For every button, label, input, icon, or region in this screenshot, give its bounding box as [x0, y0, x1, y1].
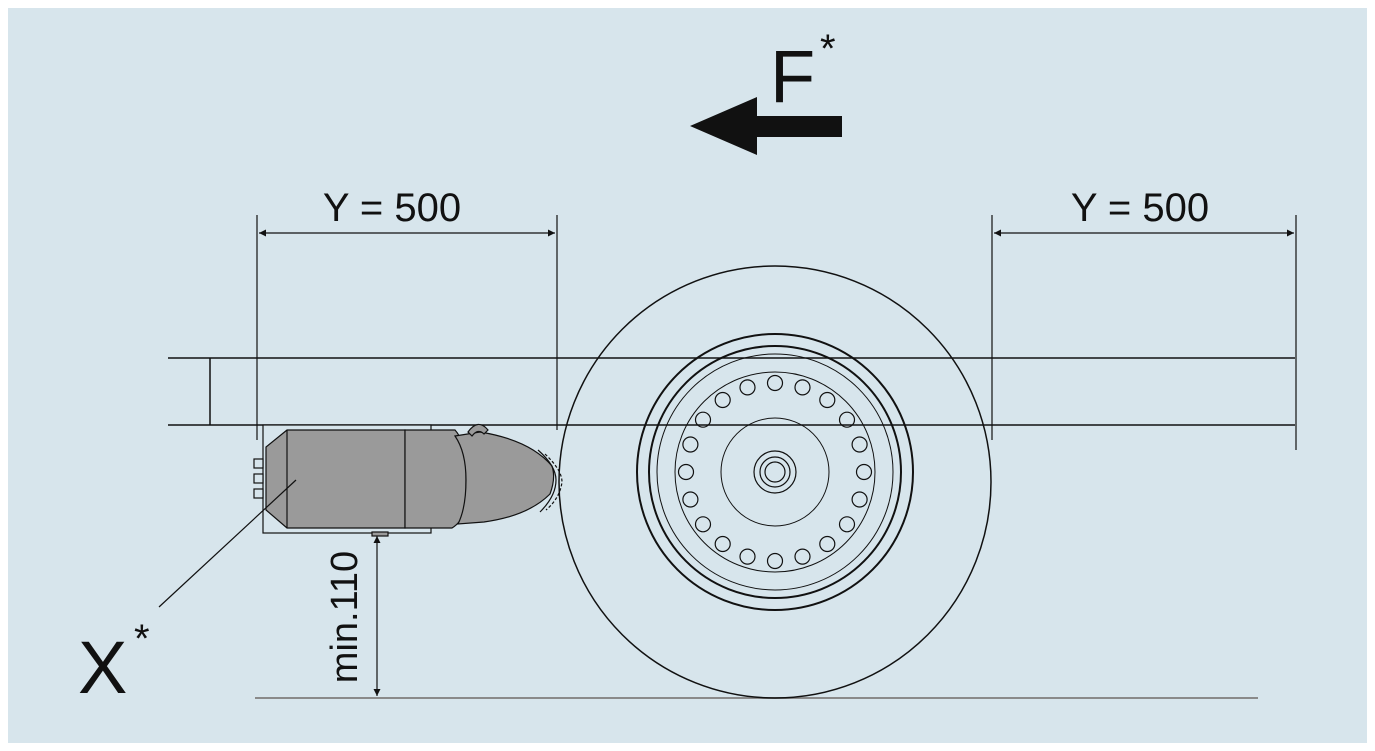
dimension-label-left: Y = 500 [323, 186, 461, 230]
background-panel [8, 8, 1367, 743]
wheel-bolt-hole [766, 374, 784, 392]
arrow-left-icon [690, 97, 842, 155]
wheel-bolt-hole [851, 436, 868, 453]
wheel [558, 265, 992, 699]
wheel-bolt-hole [682, 436, 699, 453]
unit-x-leader [158, 479, 297, 608]
wheel-bolt-hole [855, 463, 873, 481]
dimension-extension-lines [256, 215, 1297, 450]
wheel-bolt-hole [819, 391, 836, 409]
wheel-bolt-hole [739, 379, 756, 396]
unit-x-label: X [78, 626, 127, 709]
force-marker: * [820, 27, 836, 71]
wheel-bolt-hole [714, 535, 731, 553]
wheel-bolt-hole [819, 535, 836, 553]
wheel-bolt-hole [694, 516, 712, 533]
wheel-bolt-hole [838, 516, 856, 533]
wheel-bolt-hole [714, 391, 731, 409]
force-label: F [770, 35, 815, 118]
unit-x [253, 423, 563, 537]
wheel-bolt-hole [682, 491, 699, 508]
wheel-bolt-hole [794, 379, 811, 396]
wheel-bolt-hole [677, 463, 695, 481]
wheel-bolt-hole [766, 552, 784, 570]
wheel-bolt-hole [794, 548, 811, 565]
unit-x-marker: * [134, 617, 150, 661]
clearance-label: min.110 [324, 551, 366, 683]
wheel-bolt-hole [739, 548, 756, 565]
wheel-bolt-hole [694, 411, 712, 428]
wheel-bolt-hole [851, 491, 868, 508]
wheel-bolt-hole [838, 411, 856, 428]
dimension-label-right: Y = 500 [1071, 186, 1209, 230]
